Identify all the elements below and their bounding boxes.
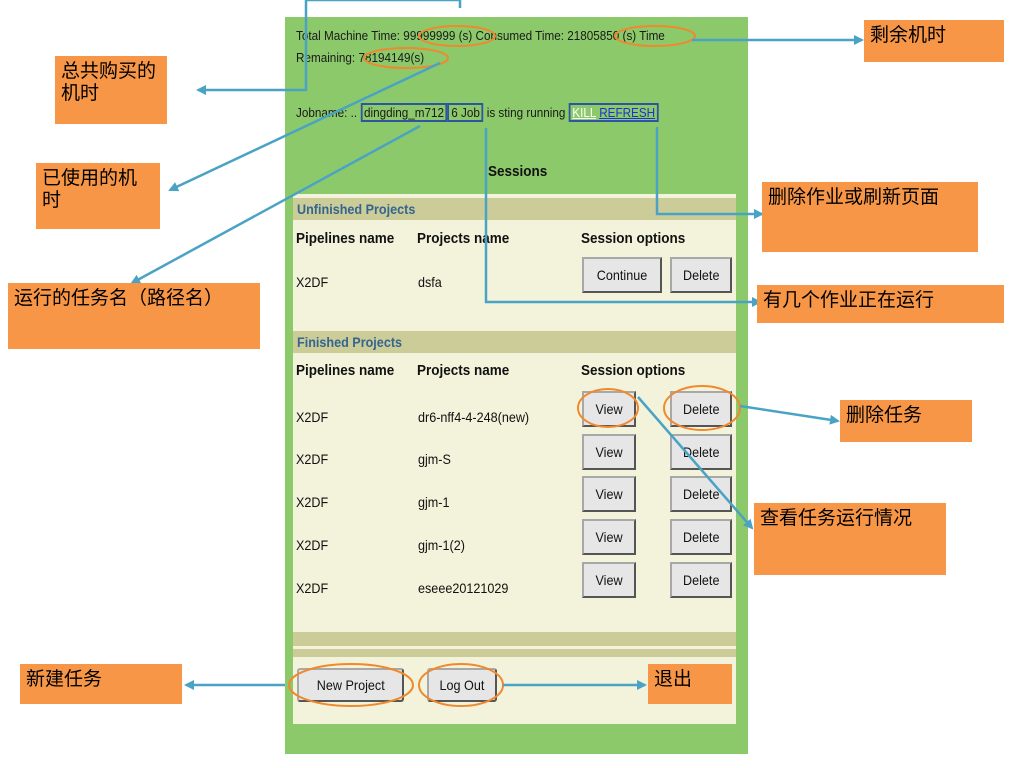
callout-job-name: 运行的任务名（路径名） — [8, 283, 260, 349]
unfinished-title: Unfinished Projects — [297, 201, 416, 217]
arrow-total-time — [196, 0, 308, 95]
col-pipelines-name: Pipelines name — [296, 362, 395, 379]
finished-title: Finished Projects — [297, 334, 403, 350]
callout-exit: 退出 — [648, 664, 732, 704]
callout-used-time: 已使用的机时 — [36, 163, 160, 229]
arrow-kill-refresh — [655, 127, 764, 219]
highlight-consumed-time — [614, 25, 696, 47]
highlight-delete-button — [663, 385, 741, 431]
callout-total-time: 总共购买的机时 — [55, 56, 167, 124]
row-pipeline: X2DF — [296, 494, 329, 510]
footer-bar — [293, 649, 736, 657]
callout-delete-task: 删除任务 — [840, 400, 972, 442]
delete-unfinished-button[interactable]: Delete — [670, 257, 732, 293]
arrow-job-name — [130, 124, 421, 285]
time-remaining-value: 78194149(s) — [358, 50, 425, 65]
row-pipeline: X2DF — [296, 409, 329, 425]
row-project: gjm-1 — [418, 494, 450, 510]
view-button[interactable]: View — [582, 519, 636, 555]
callout-new-task: 新建任务 — [20, 664, 182, 704]
footer-bar — [293, 632, 736, 646]
row-project: gjm-1(2) — [418, 537, 465, 553]
consumed-time-label: Consumed Time: — [475, 28, 564, 43]
delete-button[interactable]: Delete — [670, 476, 732, 512]
highlight-log-out — [418, 663, 504, 707]
callout-remaining-time: 剩余机时 — [864, 20, 1004, 62]
sessions-title: Sessions — [488, 163, 548, 180]
delete-button[interactable]: Delete — [670, 519, 732, 555]
new-project-button[interactable]: New Project — [297, 668, 404, 702]
continue-button[interactable]: Continue — [582, 257, 662, 293]
arrow-view-task — [637, 396, 754, 530]
job-actions: KILL REFRESH — [568, 103, 659, 122]
col-session-options: Session options — [581, 362, 686, 379]
callout-jobs-running: 有几个作业正在运行 — [757, 285, 1004, 323]
time-remaining-label-a: Time — [639, 28, 665, 43]
row-project: dr6-nff4-4-248(new) — [418, 409, 530, 425]
col-pipelines-name: Pipelines name — [296, 230, 395, 247]
row-project: gjm-S — [418, 451, 451, 467]
highlight-new-project — [288, 663, 414, 707]
row-project: eseee20121029 — [418, 580, 509, 596]
delete-button[interactable]: Delete — [670, 562, 732, 598]
arrow-delete-task — [739, 404, 840, 425]
view-button[interactable]: View — [582, 434, 636, 470]
view-button[interactable]: View — [582, 476, 636, 512]
arrow-jobs-running — [484, 128, 762, 307]
col-session-options: Session options — [581, 230, 686, 247]
status-line-1: Total Machine Time: 99999999 (s) Consume… — [296, 28, 665, 43]
kill-link[interactable]: KILL — [572, 105, 596, 120]
running-text: is sting running — [486, 105, 566, 120]
callout-view-task: 查看任务运行情况 — [754, 503, 946, 575]
highlight-remaining-time — [363, 47, 449, 69]
refresh-link[interactable]: REFRESH — [599, 105, 656, 120]
time-remaining-label: Remaining: — [296, 50, 356, 65]
row-pipeline: X2DF — [296, 537, 329, 553]
col-projects-name: Projects name — [417, 362, 510, 379]
unfinished-header: Unfinished Projects — [293, 198, 736, 220]
jobname-value: dingding_m712 — [360, 103, 448, 122]
log-out-button[interactable]: Log Out — [427, 668, 497, 702]
highlight-view-button — [577, 388, 639, 428]
row-pipeline: X2DF — [296, 451, 329, 467]
unfinished-pipeline: X2DF — [296, 274, 329, 290]
total-machine-time-label: Total Machine Time: — [296, 28, 401, 43]
view-button[interactable]: View — [582, 562, 636, 598]
delete-button[interactable]: Delete — [670, 391, 732, 427]
highlight-total-time — [418, 25, 496, 47]
unfinished-project: dsfa — [418, 274, 442, 290]
callout-kill-refresh: 删除作业或刷新页面 — [762, 182, 978, 252]
status-line-2: Remaining: 78194149(s) — [296, 50, 424, 65]
jobs-count: 6 Job — [447, 103, 484, 122]
row-pipeline: X2DF — [296, 580, 329, 596]
arrow-used-time — [168, 61, 441, 192]
finished-header: Finished Projects — [293, 331, 736, 353]
view-button[interactable]: View — [582, 391, 636, 427]
